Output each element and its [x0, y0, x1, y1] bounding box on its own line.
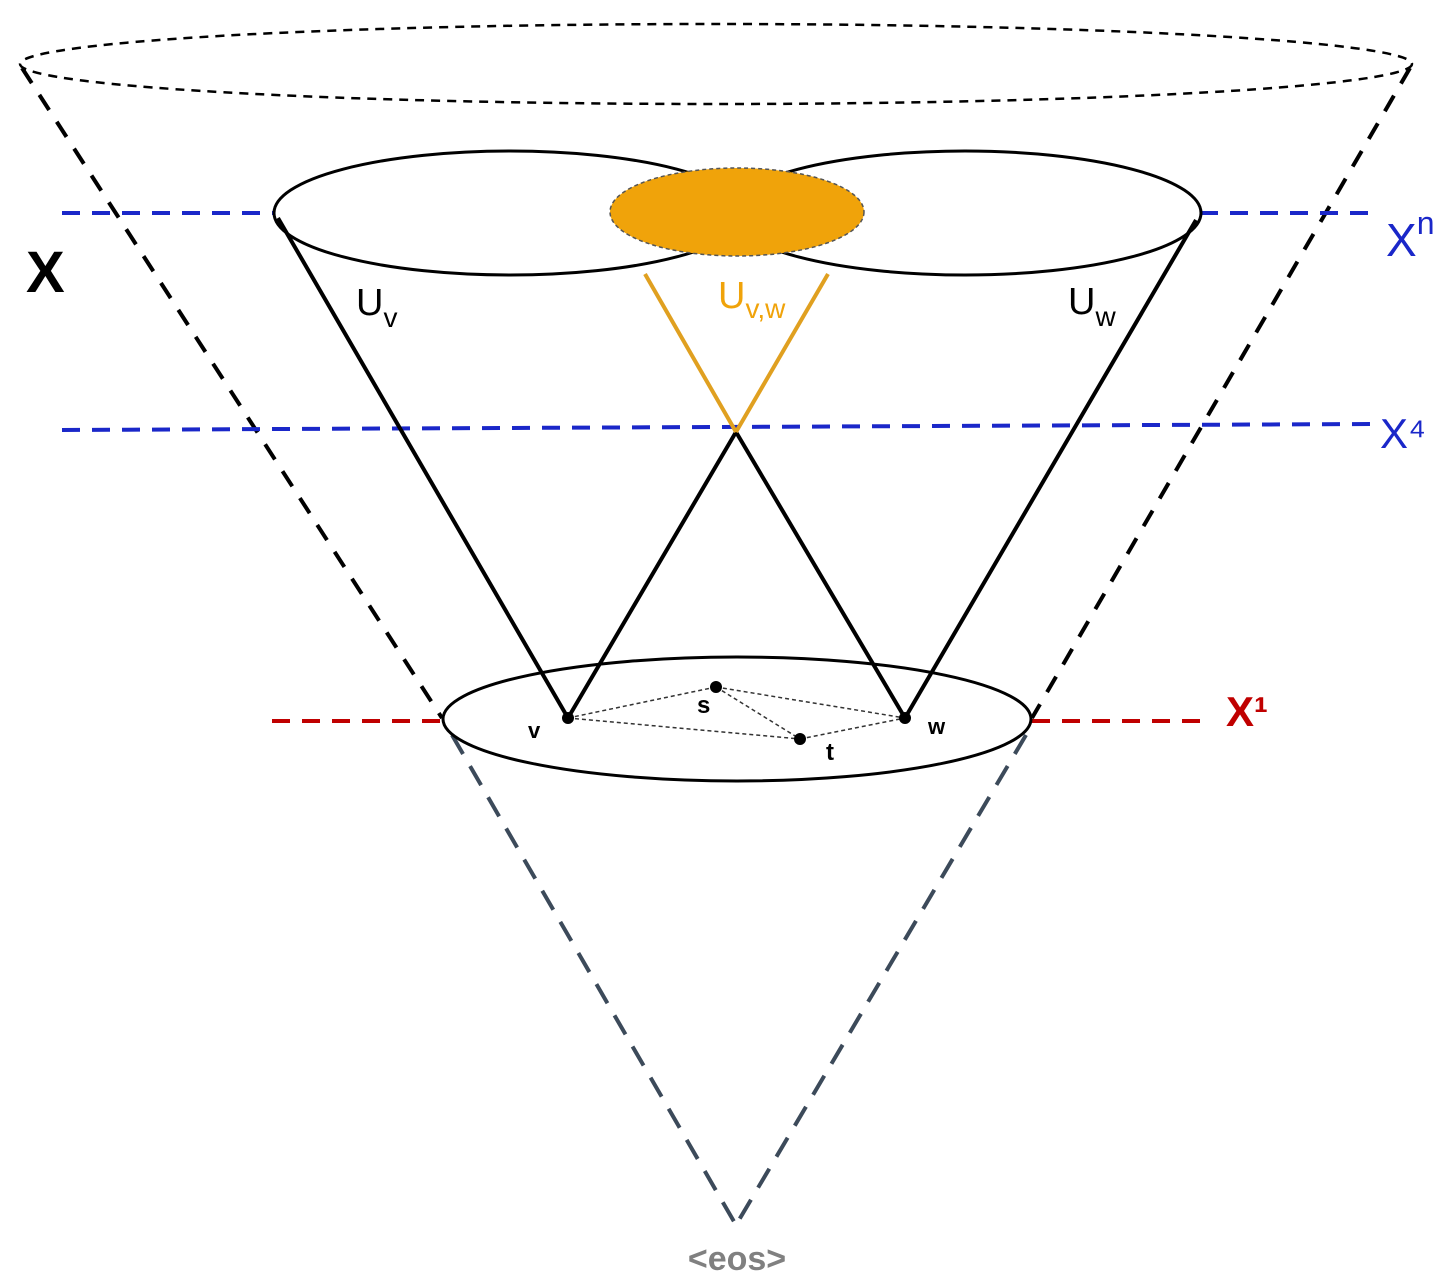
- level-4-label: X⁴: [1380, 410, 1426, 457]
- edge-t-w: [799, 717, 906, 740]
- cone-v-left-edge: [276, 216, 570, 720]
- node-v-label: v: [528, 718, 541, 743]
- cone-vw-label-main: U: [718, 275, 745, 317]
- node-w-label: w: [927, 714, 946, 739]
- level-n-label-sup: n: [1417, 205, 1435, 241]
- cone-w-label-main: U: [1068, 281, 1095, 323]
- level-1-label: X¹: [1226, 688, 1268, 735]
- outer-cone-left-edge: [20, 66, 444, 720]
- cone-w-left-edge: [734, 430, 907, 720]
- edge-v-s: [567, 686, 717, 719]
- outer-cone-right-edge: [1030, 66, 1412, 720]
- level-line-4: [61, 422, 1373, 432]
- cone-w-label: Uw: [1068, 281, 1116, 332]
- outer-cone-top-ellipse: [18, 22, 1414, 106]
- node-v-dot: [562, 712, 574, 724]
- cone-v-label-main: U: [356, 282, 383, 324]
- node-t-label: t: [826, 739, 834, 766]
- cone-w-right-edge: [903, 218, 1198, 720]
- outer-cone-X: [20, 66, 1412, 720]
- cone-v-right-edge: [566, 430, 738, 720]
- lower-cone-right-edge: [734, 733, 1028, 1227]
- edge-s-t: [715, 686, 801, 740]
- cone-w-label-sub: w: [1094, 301, 1116, 332]
- lower-cone-left-edge: [450, 733, 738, 1227]
- level-1-ellipse: [441, 655, 1033, 783]
- node-w-dot: [899, 712, 911, 724]
- node-s-label: s: [697, 692, 710, 719]
- eos-label: <eos>: [688, 1240, 786, 1278]
- graph-edges: [567, 686, 906, 740]
- intersection-region: [609, 167, 865, 257]
- cone-v-label-sub: v: [383, 302, 397, 333]
- cone-vw-label: Uv,w: [718, 275, 786, 324]
- cone-edges: [276, 216, 1198, 720]
- cone-vw-edges: [643, 272, 830, 434]
- cone-v-label: Uv: [356, 282, 397, 333]
- cone-vw-left-edge: [643, 273, 738, 433]
- edge-s-w: [715, 686, 906, 719]
- node-s-dot: [710, 681, 722, 693]
- level-n-label-main: X: [1386, 214, 1417, 266]
- lower-cone: [450, 733, 1028, 1227]
- edge-v-t: [567, 717, 801, 740]
- node-t-dot: [794, 733, 806, 745]
- level-n-label: Xn: [1386, 205, 1434, 266]
- space-label: X: [26, 240, 65, 305]
- cone-vw-label-sub: v,w: [745, 293, 786, 324]
- cone-vw-right-edge: [734, 272, 830, 434]
